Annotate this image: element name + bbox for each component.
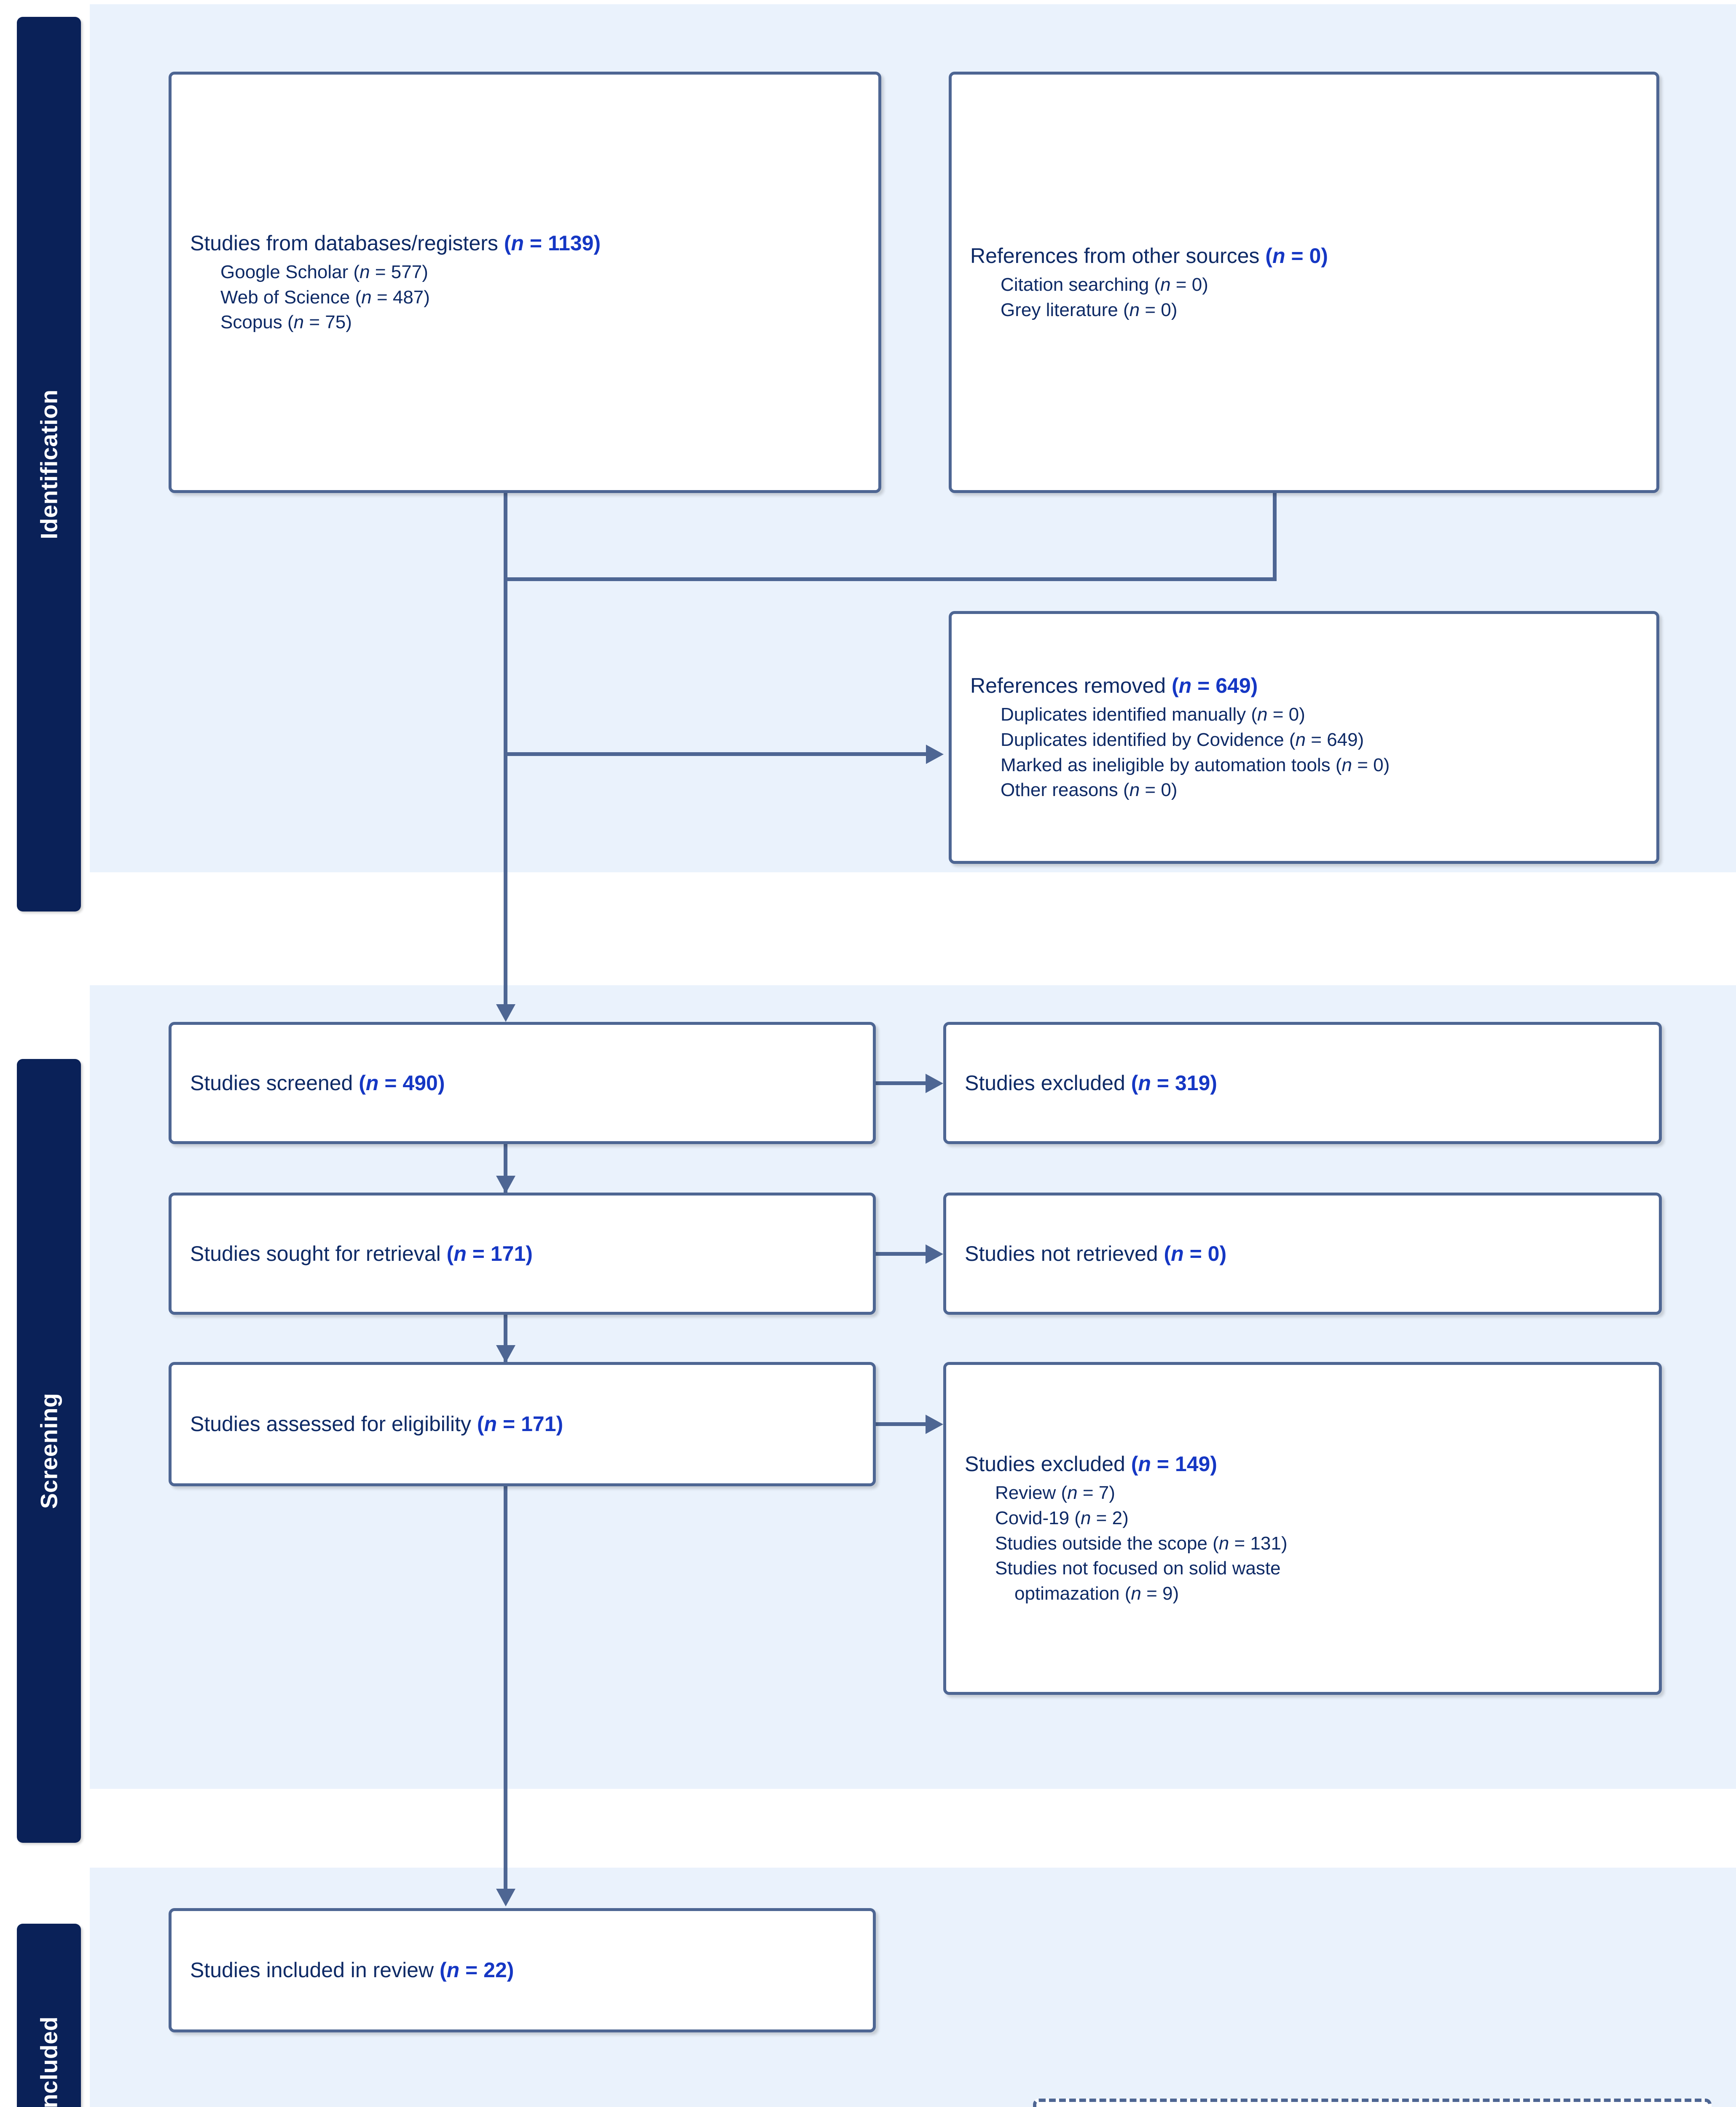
- connector-merge-horizontal: [504, 577, 1277, 581]
- box-refs-removed-sub-1: Duplicates identified by Covidence (n = …: [1001, 729, 1364, 750]
- box-databases-sub-0: Google Scholar (n = 577): [220, 261, 428, 282]
- connector-screened-to-sought: [504, 1144, 507, 1193]
- box-refs-removed-sub-0: Duplicates identified manually (n = 0): [1001, 704, 1305, 725]
- stage-label-screening-text: Screening: [35, 1393, 62, 1509]
- connector-sought-to-not-retrieved: [876, 1252, 926, 1256]
- box-excluded-149-sublist: Review (n = 7) Covid-19 (n = 2) Studies …: [965, 1480, 1640, 1606]
- box-other-sources-heading: References from other sources (n = 0): [970, 244, 1328, 268]
- connector-other-sources-down: [1273, 493, 1277, 579]
- connector-screened-to-excluded: [876, 1081, 926, 1085]
- box-excluded-319-heading: Studies excluded (n = 319): [965, 1071, 1217, 1095]
- connector-trunk-identification: [504, 577, 507, 1007]
- stage-label-included-text: Included: [35, 2016, 62, 2107]
- arrowhead-down-to-included: [496, 1889, 515, 1906]
- box-refs-removed-sub-3: Other reasons (n = 0): [1001, 780, 1178, 801]
- connector-sought-to-assessed: [504, 1315, 507, 1363]
- box-databases-heading: Studies from databases/registers (n = 11…: [190, 231, 601, 255]
- box-refs-removed-sub-2: Marked as ineligible by automation tools…: [1001, 754, 1390, 775]
- box-not-retrieved-heading: Studies not retrieved (n = 0): [965, 1241, 1227, 1265]
- box-excluded-149-sub-4: optimazation (n = 9): [1014, 1583, 1179, 1604]
- box-refs-removed-sublist: Duplicates identified manually (n = 0) D…: [970, 702, 1638, 803]
- connector-assessed-to-excluded-149: [876, 1422, 926, 1426]
- box-other-sources-sub-0: Citation searching (n = 0): [1001, 274, 1208, 295]
- connector-databases-down: [504, 493, 507, 603]
- box-excluded-149-sub-0: Review (n = 7): [995, 1482, 1115, 1503]
- connector-to-refs-removed: [504, 752, 926, 756]
- box-screened-heading: Studies screened (n = 490): [190, 1071, 445, 1095]
- arrowhead-down-to-sought: [496, 1176, 515, 1193]
- box-studies-not-retrieved[interactable]: Studies not retrieved (n = 0): [943, 1193, 1662, 1315]
- box-references-other-sources[interactable]: References from other sources (n = 0) Ci…: [949, 72, 1659, 493]
- stage-label-identification: Identification: [17, 17, 81, 911]
- box-assessed-heading: Studies assessed for eligibility (n = 17…: [190, 1412, 563, 1436]
- box-databases-sublist: Google Scholar (n = 577) Web of Science …: [190, 260, 860, 335]
- box-other-sources-sub-1: Grey literature (n = 0): [1001, 299, 1178, 320]
- arrowhead-right-to-excluded-149: [926, 1415, 943, 1434]
- box-excluded-149-sub-1: Covid-19 (n = 2): [995, 1507, 1129, 1528]
- box-databases-sub-2: Scopus (n = 75): [220, 312, 352, 333]
- box-refs-removed-heading: References removed (n = 649): [970, 673, 1258, 697]
- box-other-sources-sublist: Citation searching (n = 0) Grey literatu…: [970, 272, 1638, 323]
- arrowhead-down-to-assessed: [496, 1345, 515, 1363]
- box-excluded-149-sub-3: Studies not focused on solid waste: [995, 1558, 1281, 1579]
- box-studies-included-in-review[interactable]: Studies included in review (n = 22): [169, 1908, 876, 2032]
- stage-label-screening: Screening: [17, 1059, 81, 1843]
- box-excluded-149-sub-2: Studies outside the scope (n = 131): [995, 1533, 1288, 1554]
- box-excluded-149-heading: Studies excluded (n = 149): [965, 1452, 1217, 1476]
- box-studies-from-databases[interactable]: Studies from databases/registers (n = 11…: [169, 72, 881, 493]
- box-sought-heading: Studies sought for retrieval (n = 171): [190, 1241, 533, 1265]
- arrowhead-right-to-not-retrieved: [926, 1244, 943, 1264]
- stage-label-identification-text: Identification: [35, 389, 62, 539]
- arrowhead-right-to-refs-removed: [926, 745, 944, 764]
- box-databases-sub-1: Web of Science (n = 487): [220, 287, 430, 308]
- connector-trunk-to-included: [504, 1486, 507, 1891]
- arrowhead-right-to-excluded-319: [926, 1074, 943, 1093]
- box-studies-screened[interactable]: Studies screened (n = 490): [169, 1022, 876, 1144]
- box-studies-excluded-149[interactable]: Studies excluded (n = 149) Review (n = 7…: [943, 1362, 1662, 1695]
- box-studies-sought-for-retrieval[interactable]: Studies sought for retrieval (n = 171): [169, 1193, 876, 1315]
- arrowhead-down-to-screened: [496, 1004, 515, 1022]
- box-studies-excluded-319[interactable]: Studies excluded (n = 319): [943, 1022, 1662, 1144]
- stage-label-included: Included: [17, 1924, 81, 2107]
- box-included-studies-ongoing[interactable]: Included studies ongoing (n = 0) Studies…: [1033, 2099, 1712, 2107]
- box-references-removed[interactable]: References removed (n = 649) Duplicates …: [949, 611, 1659, 864]
- box-studies-assessed-for-eligibility[interactable]: Studies assessed for eligibility (n = 17…: [169, 1362, 876, 1486]
- box-included-heading: Studies included in review (n = 22): [190, 1958, 514, 1982]
